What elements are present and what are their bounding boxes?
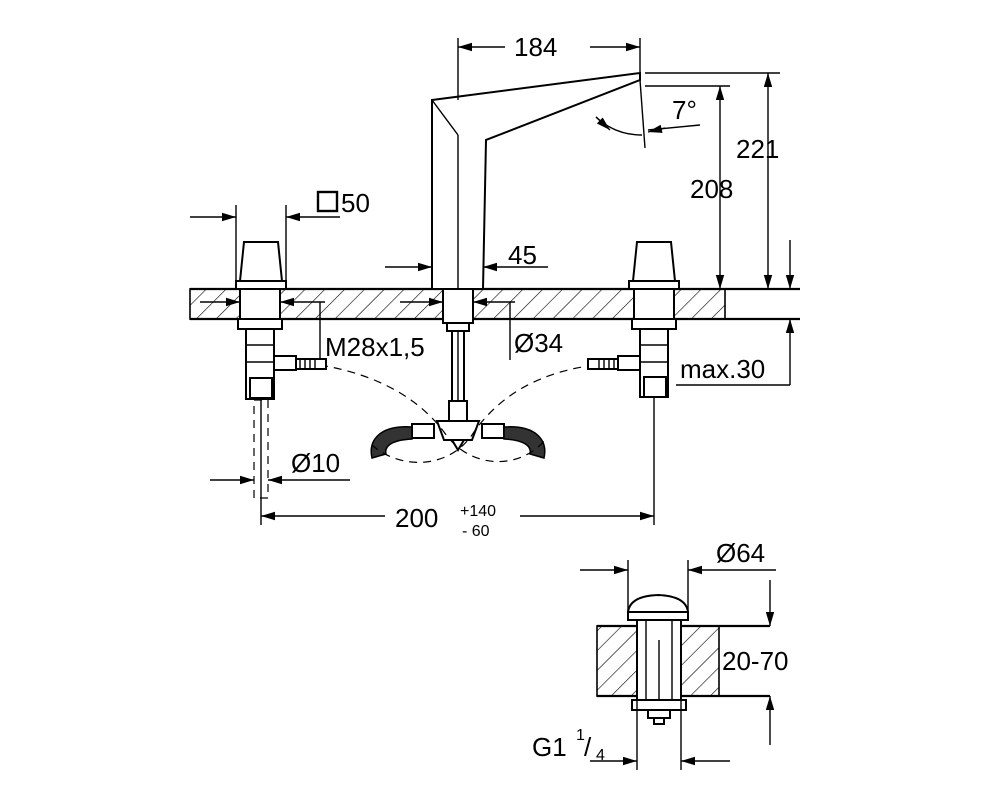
right-handle-valve [587,241,680,398]
label-spread-nominal: 200 [395,503,438,533]
label-spread-plus: +140 [460,503,496,520]
label-waste-thread-slash: / [584,732,592,762]
label-spread-minus: - 60 [462,523,490,540]
label-waste-thread-den: 4 [596,747,605,764]
label-pipe-diameter: Ø10 [291,448,340,478]
label-waste-range: 20-70 [722,646,789,676]
label-hole-diameter: Ø34 [514,328,563,358]
dashed-hoses [319,364,596,463]
label-spout-height: 208 [690,174,733,204]
label-thread: M28x1,5 [325,332,425,362]
label-spout-angle: 7° [672,95,697,125]
waste-assembly [580,560,776,770]
label-spout-base: 45 [508,240,537,270]
countertop-section [189,287,800,321]
dimension-lines [190,38,795,525]
square-symbol-icon [316,190,339,213]
label-spout-reach: 184 [514,32,557,62]
label-total-height: 221 [736,134,779,164]
label-waste-thread-num: 1 [576,727,585,744]
label-waste-diameter: Ø64 [716,538,765,568]
label-max-thickness: max.30 [680,354,765,384]
left-handle-valve [235,241,327,499]
label-waste-thread-main: G1 [532,732,567,762]
label-handle-square: 50 [341,188,370,218]
